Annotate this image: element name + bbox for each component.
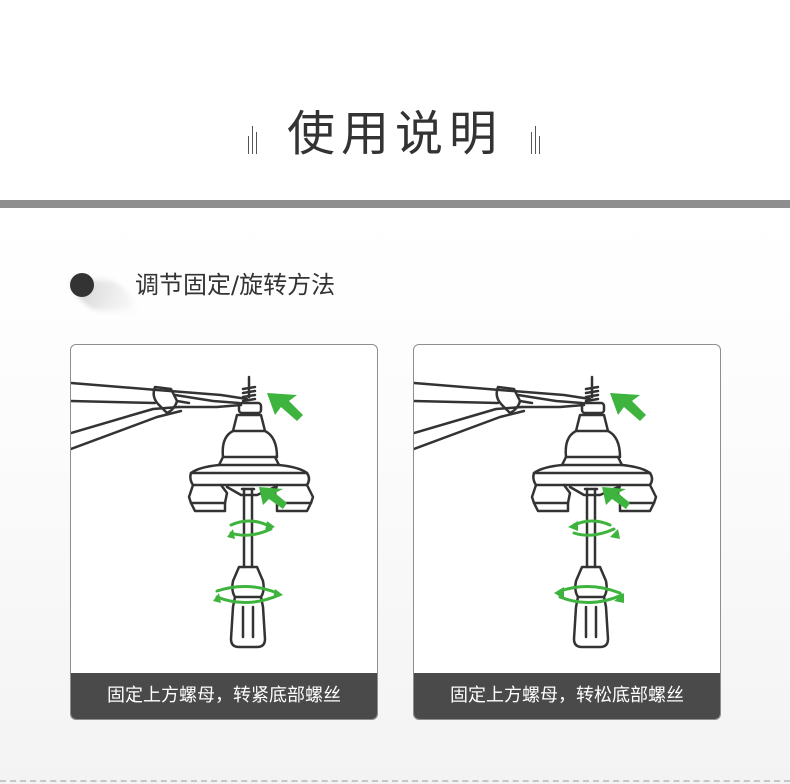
panel-caption-loosen: 固定上方螺母，转松底部螺丝 [414,673,720,719]
instruction-panel-loosen: 固定上方螺母，转松底部螺丝 [413,344,721,720]
lamp-loosen-illustration [414,375,658,649]
instruction-panel-tighten: 固定上方螺母，转紧底部螺丝 [70,344,378,720]
section-bullet-icon [70,273,94,297]
header-divider-band [0,200,790,208]
section-title: 调节固定/旋转方法 [135,271,336,299]
bottom-dashed-divider [0,780,790,782]
page-title: 使用说明 [286,106,503,162]
title-deco-left [246,124,260,154]
panel-caption-tighten: 固定上方螺母，转紧底部螺丝 [71,673,377,719]
lamp-tighten-illustration [71,375,315,649]
title-deco-right [529,124,543,154]
header: 使用说明 [0,0,790,200]
